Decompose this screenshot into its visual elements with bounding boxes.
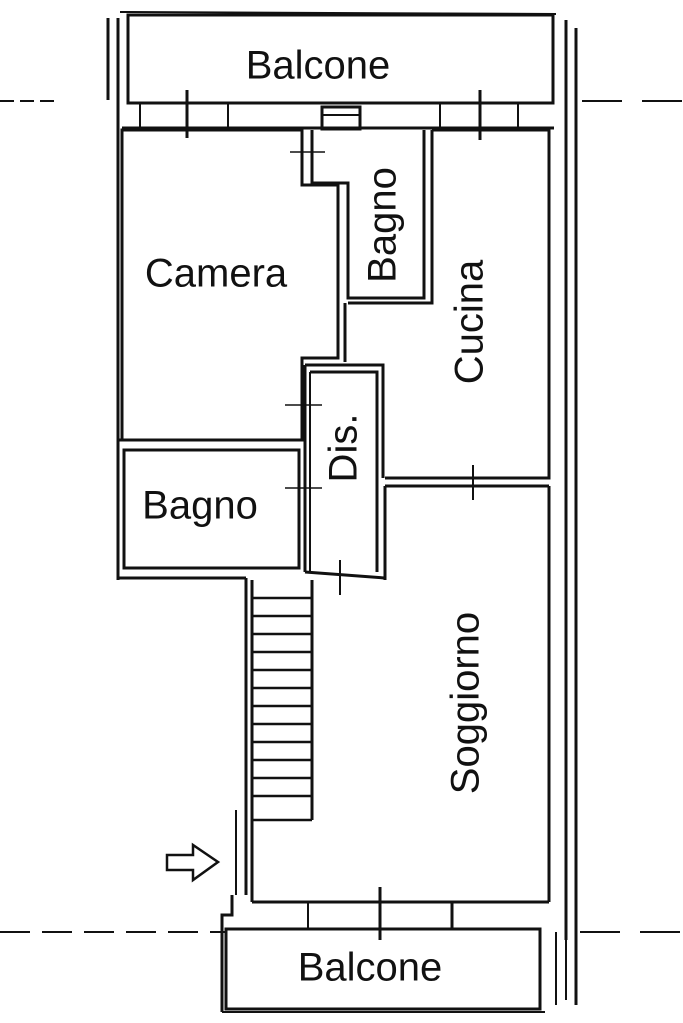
stair-steps (252, 596, 312, 822)
room-label: Balcone (297, 945, 443, 990)
arrow-right-icon (165, 842, 221, 883)
room-label: Bagno (360, 167, 405, 283)
room-label: Cucina (447, 259, 492, 385)
room-label: Bagno (142, 483, 258, 528)
room-label: Soggiorno (443, 611, 488, 795)
room-label: Dis. (321, 413, 366, 483)
room-label: Balcone (245, 43, 391, 88)
room-label: Camera (144, 251, 288, 296)
